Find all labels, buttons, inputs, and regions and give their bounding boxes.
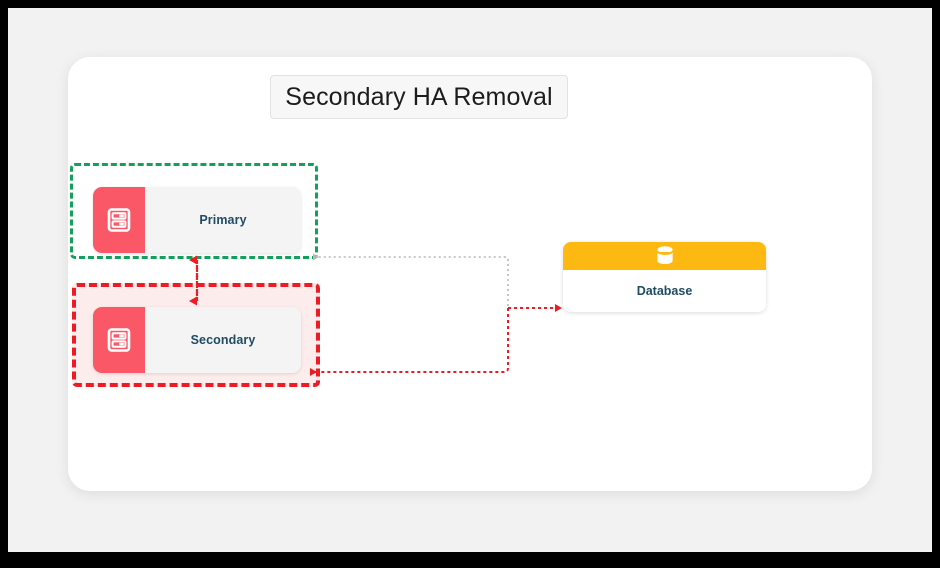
server-icon — [107, 328, 131, 352]
primary-body: Primary — [145, 187, 301, 253]
page-title: Secondary HA Removal — [285, 82, 553, 111]
node-secondary[interactable]: Secondary — [93, 307, 301, 373]
secondary-icon-pane — [93, 307, 145, 373]
primary-label: Primary — [199, 213, 247, 227]
diagram-title-box: Secondary HA Removal — [270, 75, 568, 119]
node-database[interactable]: Database — [563, 242, 766, 312]
node-primary[interactable]: Primary — [93, 187, 301, 253]
database-label: Database — [636, 284, 693, 298]
primary-icon-pane — [93, 187, 145, 253]
secondary-body: Secondary — [145, 307, 301, 373]
secondary-label: Secondary — [190, 333, 256, 347]
database-header — [563, 242, 766, 270]
server-icon — [107, 208, 131, 232]
database-footer: Database — [563, 270, 766, 312]
database-cylinder-icon — [656, 246, 673, 264]
page-background: Secondary HA Removal — [8, 8, 932, 552]
